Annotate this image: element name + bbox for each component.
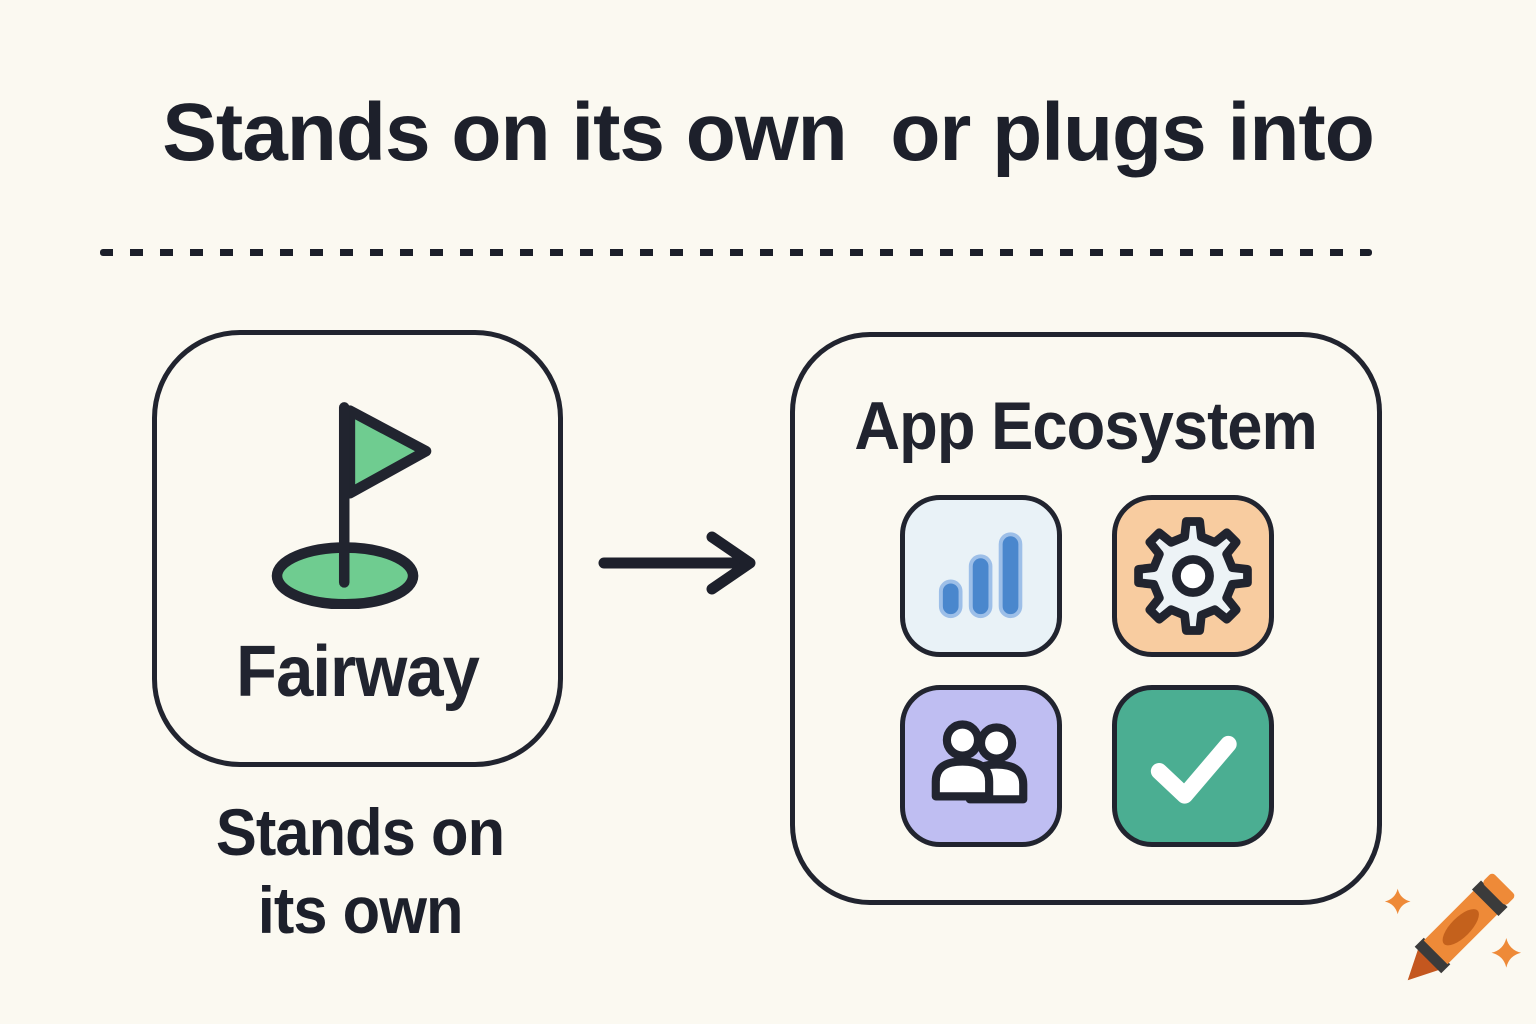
people-tile xyxy=(900,685,1062,847)
fairway-card: Fairway xyxy=(152,330,563,767)
bar-chart-icon xyxy=(938,532,1023,619)
caption-line-2: its own xyxy=(257,872,464,947)
dashed-divider xyxy=(100,249,1372,256)
people-icon xyxy=(931,720,1028,804)
app-ecosystem-card: App Ecosystem xyxy=(790,332,1382,905)
app-tile-grid xyxy=(900,495,1274,847)
app-ecosystem-title: App Ecosystem xyxy=(854,388,1318,464)
checkmark-tile xyxy=(1112,685,1274,847)
bar-chart-tile xyxy=(900,495,1062,657)
page-title: Stands on its own or plugs into xyxy=(162,87,1375,178)
caption-line-1: Stands on xyxy=(215,795,505,869)
right-arrow-icon xyxy=(598,531,756,595)
gear-icon xyxy=(1134,517,1252,635)
golf-flag-icon xyxy=(271,402,431,609)
gear-tile xyxy=(1112,495,1274,657)
fairway-caption: Stands on its own xyxy=(120,794,600,950)
checkmark-icon xyxy=(1150,735,1237,804)
sparkle-icon xyxy=(1384,888,1522,968)
crayon-icon xyxy=(1384,873,1522,981)
fairway-label: Fairway xyxy=(236,632,480,712)
